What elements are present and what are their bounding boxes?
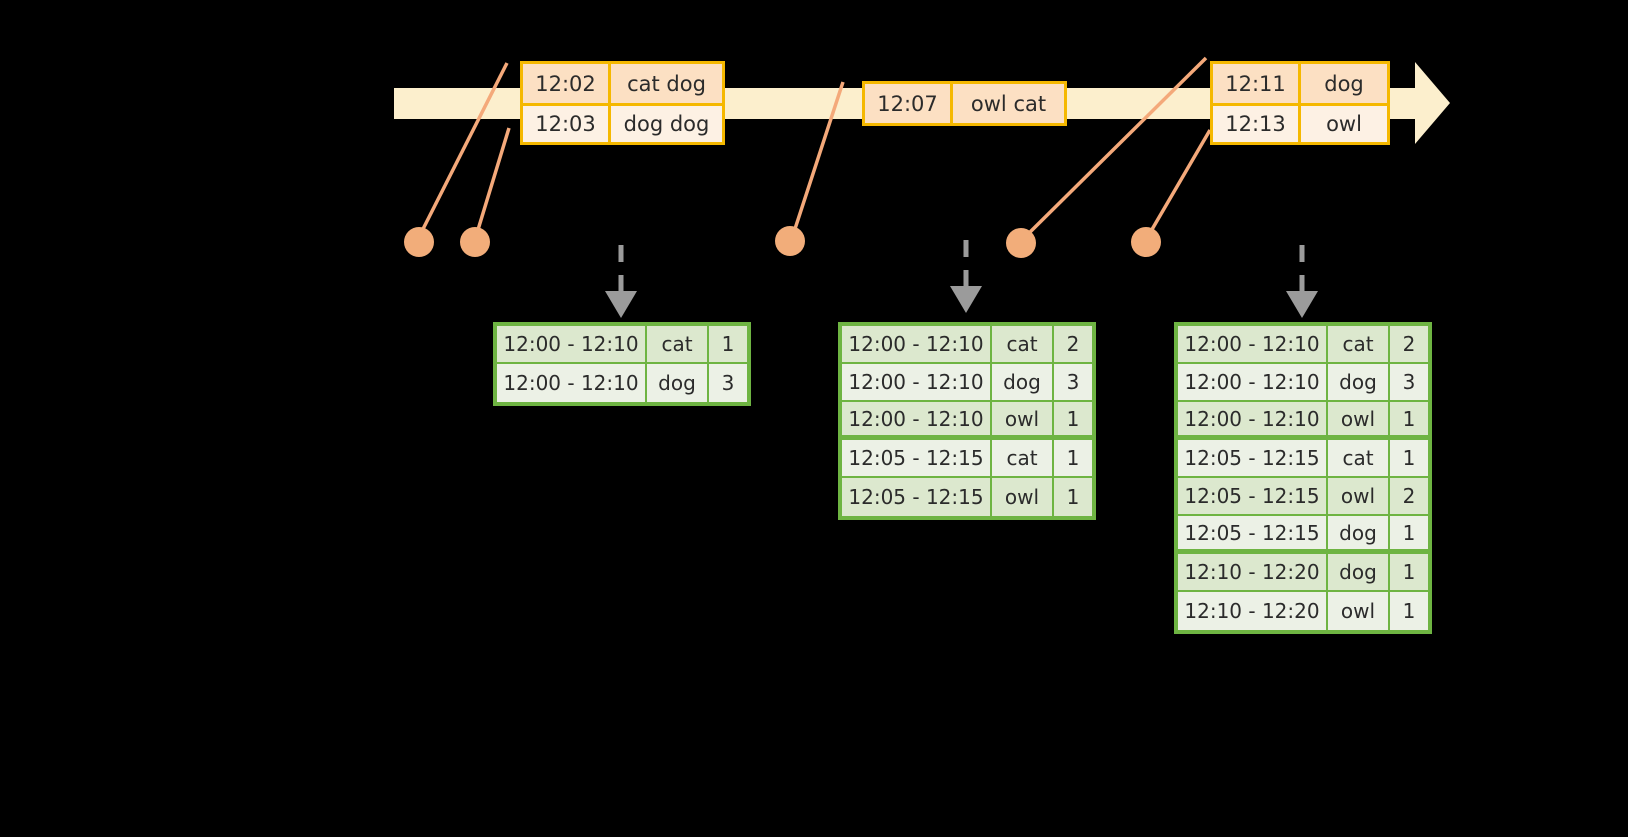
key-cell: dog [1328, 516, 1390, 549]
table-row: 12:00 - 12:10 cat 2 [1178, 326, 1428, 364]
result-table-1[interactable]: 12:00 - 12:10 cat 1 12:00 - 12:10 dog 3 [493, 322, 751, 406]
key-cell: cat [1328, 440, 1390, 476]
window-cell: 12:05 - 12:15 [1178, 440, 1328, 476]
key-cell: owl [1328, 478, 1390, 514]
key-cell: dog [992, 364, 1054, 400]
key-cell: cat [992, 326, 1054, 362]
window-cell: 12:00 - 12:10 [842, 402, 992, 435]
event-row: 12:07 owl cat [865, 84, 1064, 123]
event-time: 12:13 [1213, 106, 1301, 142]
count-cell: 1 [1054, 402, 1092, 435]
count-cell: 3 [1390, 364, 1428, 400]
table-row: 12:00 - 12:10 owl 1 [1178, 402, 1428, 440]
key-cell: owl [1328, 402, 1390, 435]
event-time: 12:02 [523, 64, 611, 103]
event-time: 12:11 [1213, 64, 1301, 103]
count-cell: 1 [709, 326, 747, 362]
event-row: 12:03 dog dog [523, 103, 722, 142]
event-box-3[interactable]: 12:11 dog 12:13 owl [1210, 61, 1390, 145]
table-row: 12:05 - 12:15 owl 1 [842, 478, 1092, 516]
count-cell: 1 [1390, 440, 1428, 476]
window-cell: 12:00 - 12:10 [497, 326, 647, 362]
key-cell: dog [647, 364, 709, 402]
window-cell: 12:05 - 12:15 [842, 478, 992, 516]
stream-dot-2 [460, 227, 490, 257]
table-row: 12:00 - 12:10 dog 3 [842, 364, 1092, 402]
connector-line-5 [1145, 129, 1212, 239]
event-time: 12:03 [523, 106, 611, 142]
key-cell: cat [992, 440, 1054, 476]
table-row: 12:05 - 12:15 dog 1 [1178, 516, 1428, 554]
count-cell: 2 [1054, 326, 1092, 362]
count-cell: 2 [1390, 478, 1428, 514]
window-cell: 12:10 - 12:20 [1178, 554, 1328, 590]
event-box-2[interactable]: 12:07 owl cat [862, 81, 1067, 126]
count-cell: 1 [1390, 402, 1428, 435]
window-cell: 12:00 - 12:10 [1178, 402, 1328, 435]
window-cell: 12:05 - 12:15 [1178, 478, 1328, 514]
window-cell: 12:10 - 12:20 [1178, 592, 1328, 630]
table-row: 12:10 - 12:20 owl 1 [1178, 592, 1428, 630]
table-row: 12:00 - 12:10 cat 2 [842, 326, 1092, 364]
table-row: 12:05 - 12:15 owl 2 [1178, 478, 1428, 516]
table-row: 12:00 - 12:10 dog 3 [497, 364, 747, 402]
event-payload: dog dog [611, 106, 722, 142]
key-cell: owl [1328, 592, 1390, 630]
key-cell: cat [647, 326, 709, 362]
count-cell: 3 [1054, 364, 1092, 400]
count-cell: 1 [1054, 478, 1092, 516]
event-row: 12:02 cat dog [523, 64, 722, 103]
key-cell: owl [992, 402, 1054, 435]
stream-dot-3 [775, 226, 805, 256]
dashed-arrow-2 [950, 240, 982, 313]
window-cell: 12:05 - 12:15 [1178, 516, 1328, 549]
window-cell: 12:05 - 12:15 [842, 440, 992, 476]
event-row: 12:13 owl [1213, 103, 1387, 142]
key-cell: dog [1328, 554, 1390, 590]
table-row: 12:00 - 12:10 cat 1 [497, 326, 747, 364]
count-cell: 1 [1054, 440, 1092, 476]
event-row: 12:11 dog [1213, 64, 1387, 103]
table-row: 12:05 - 12:15 cat 1 [1178, 440, 1428, 478]
connector-line-2 [475, 127, 511, 234]
key-cell: owl [992, 478, 1054, 516]
result-table-2[interactable]: 12:00 - 12:10 cat 2 12:00 - 12:10 dog 3 … [838, 322, 1096, 520]
dashed-arrow-3 [1286, 245, 1318, 318]
dashed-arrow-1 [605, 245, 637, 318]
timeline-arrowhead-icon [1415, 62, 1450, 144]
count-cell: 3 [709, 364, 747, 402]
event-payload: cat dog [611, 64, 722, 103]
result-table-3[interactable]: 12:00 - 12:10 cat 2 12:00 - 12:10 dog 3 … [1174, 322, 1432, 634]
event-payload: owl cat [953, 84, 1064, 123]
key-cell: dog [1328, 364, 1390, 400]
event-box-1[interactable]: 12:02 cat dog 12:03 dog dog [520, 61, 725, 145]
event-payload: dog [1301, 64, 1387, 103]
count-cell: 1 [1390, 592, 1428, 630]
table-row: 12:00 - 12:10 dog 3 [1178, 364, 1428, 402]
event-payload: owl [1301, 106, 1387, 142]
table-row: 12:00 - 12:10 owl 1 [842, 402, 1092, 440]
event-time: 12:07 [865, 84, 953, 123]
key-cell: cat [1328, 326, 1390, 362]
stream-dot-1 [404, 227, 434, 257]
window-cell: 12:00 - 12:10 [842, 326, 992, 362]
window-cell: 12:00 - 12:10 [1178, 364, 1328, 400]
stream-dot-4 [1006, 228, 1036, 258]
window-cell: 12:00 - 12:10 [497, 364, 647, 402]
stream-dot-5 [1131, 227, 1161, 257]
window-cell: 12:00 - 12:10 [842, 364, 992, 400]
table-row: 12:10 - 12:20 dog 1 [1178, 554, 1428, 592]
count-cell: 1 [1390, 516, 1428, 549]
count-cell: 2 [1390, 326, 1428, 362]
table-row: 12:05 - 12:15 cat 1 [842, 440, 1092, 478]
window-cell: 12:00 - 12:10 [1178, 326, 1328, 362]
count-cell: 1 [1390, 554, 1428, 590]
